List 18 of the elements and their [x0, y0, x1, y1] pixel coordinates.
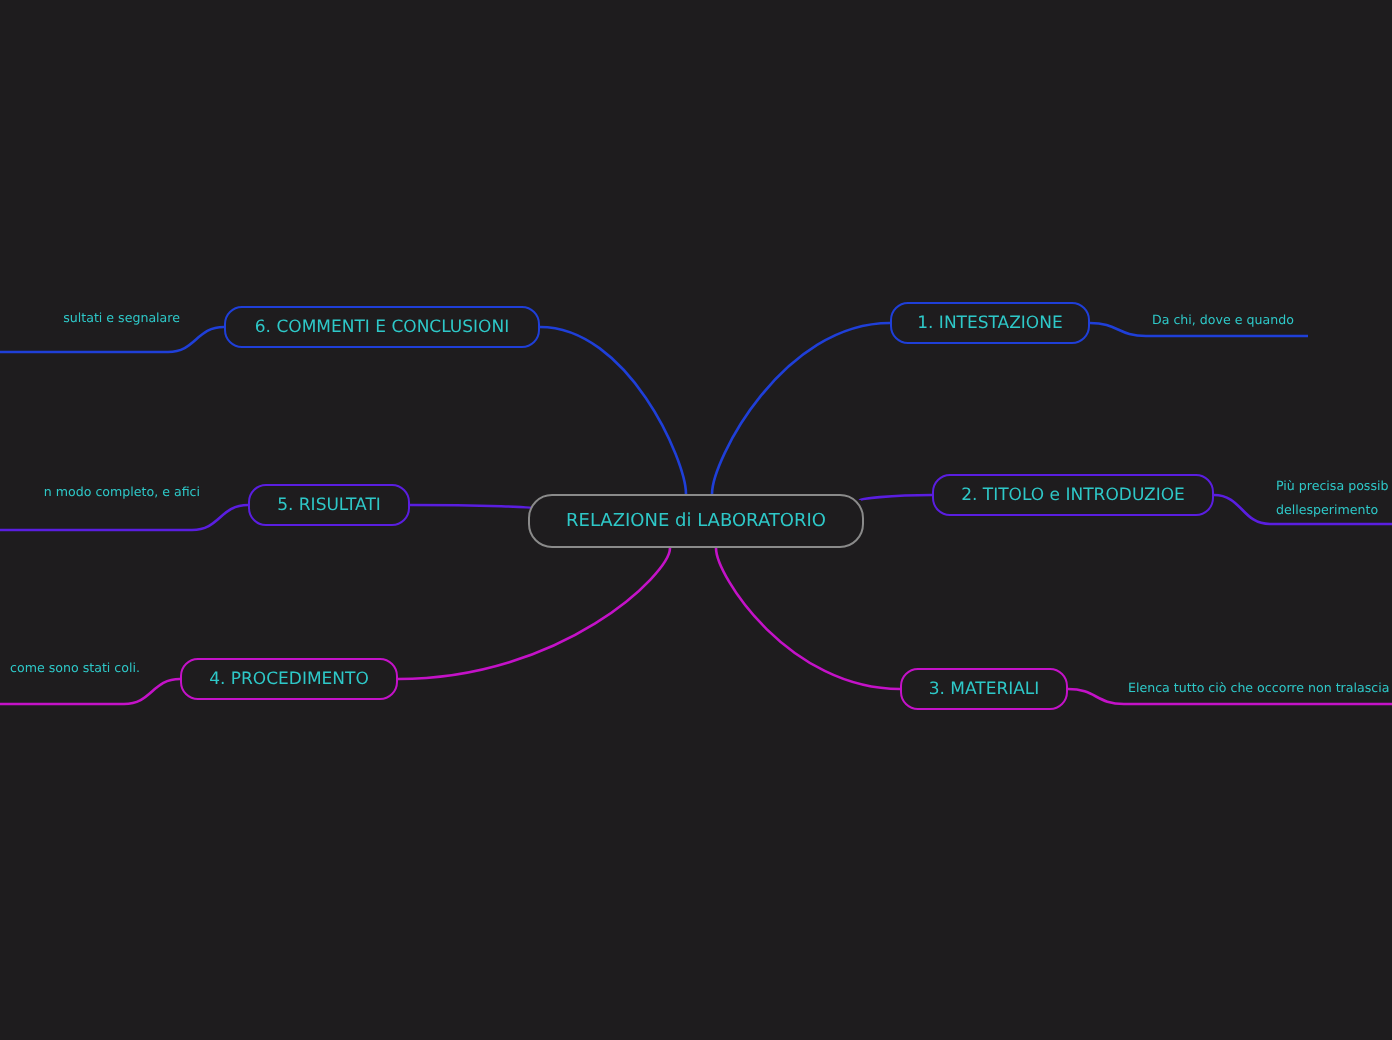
- central-topic: RELAZIONE di LABORATORIO: [528, 494, 864, 548]
- connector-line: [859, 493, 932, 502]
- connector-line: [397, 547, 672, 681]
- connector-line: [0, 503, 249, 532]
- connector-line: [1067, 687, 1392, 706]
- branch-topic: 5. RISULTATI: [248, 484, 410, 526]
- branch-topic: 2. TITOLO e INTRODUZIOE: [932, 474, 1214, 516]
- branch-topic: 6. COMMENTI E CONCLUSIONI: [224, 306, 540, 348]
- connector-line: [714, 547, 901, 691]
- connector-line: [539, 325, 688, 495]
- connector-line: [710, 321, 891, 495]
- connector-line: [0, 677, 181, 706]
- connector-line: [1213, 493, 1392, 526]
- connector-line: [0, 325, 225, 354]
- branch-topic: 1. INTESTAZIONE: [890, 302, 1090, 344]
- branch-topic: 3. MATERIALI: [900, 668, 1068, 710]
- branch-topic: 4. PROCEDIMENTO: [180, 658, 398, 700]
- connector-line: [1089, 321, 1308, 338]
